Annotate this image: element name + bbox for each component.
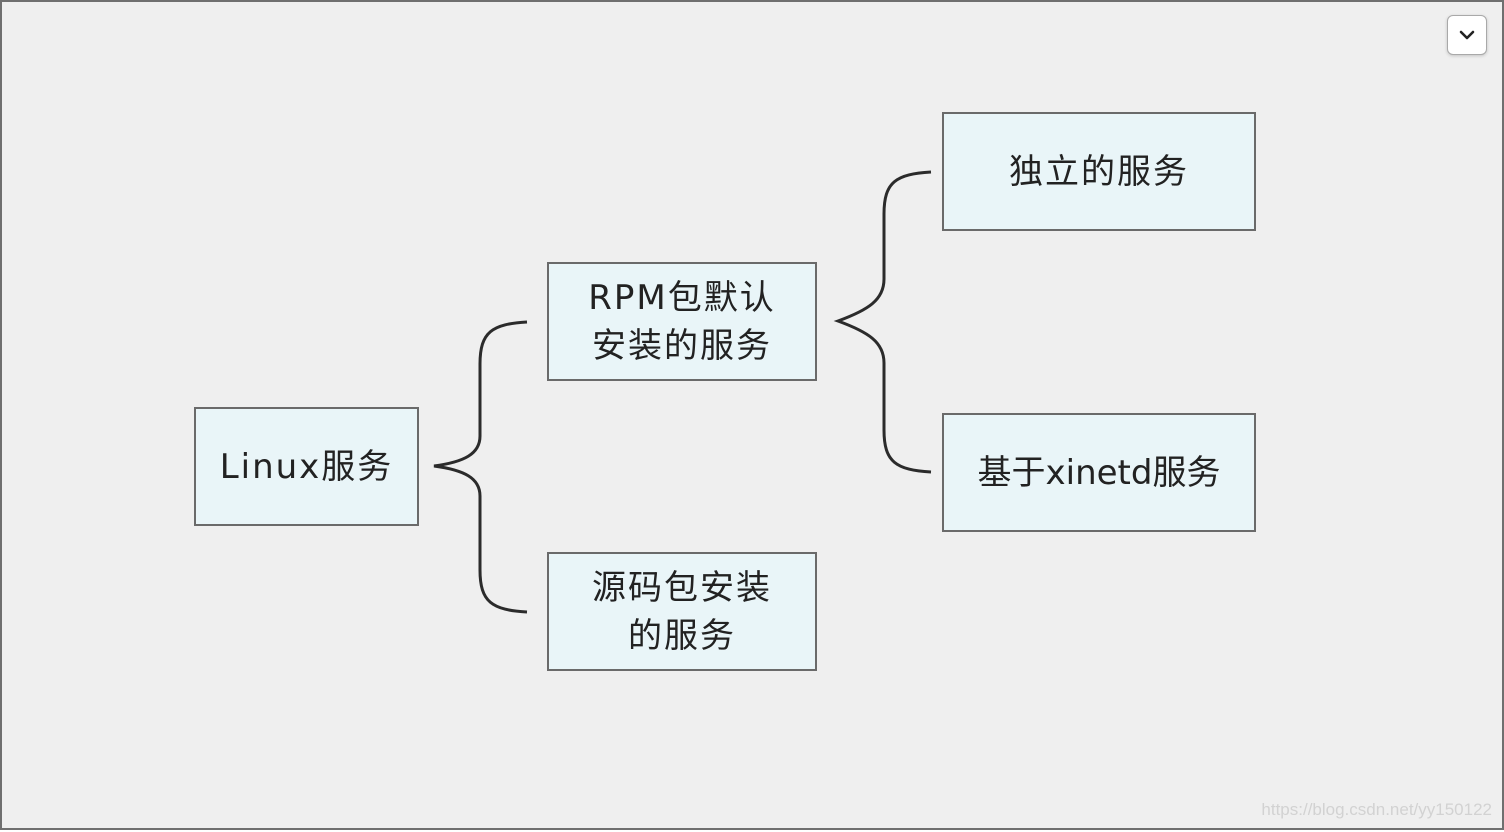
node-label: 基于xinetd服务: [977, 452, 1221, 493]
node-source-package-services[interactable]: 源码包安装 的服务: [547, 552, 817, 671]
node-linux-services[interactable]: Linux服务: [194, 407, 419, 526]
watermark: https://blog.csdn.net/yy150122: [1261, 800, 1492, 819]
node-rpm-default-services[interactable]: RPM包默认 安装的服务: [547, 262, 817, 381]
node-label: 独立的服务: [1009, 151, 1189, 192]
node-xinetd-services[interactable]: 基于xinetd服务: [942, 413, 1256, 532]
node-label: Linux服务: [219, 446, 394, 487]
collapse-button[interactable]: [1447, 15, 1487, 55]
brace-root-children: [433, 320, 528, 614]
node-standalone-services[interactable]: 独立的服务: [942, 112, 1256, 231]
chevron-down-icon: [1459, 30, 1475, 40]
node-label: RPM包默认 安装的服务: [588, 277, 776, 366]
brace-rpm-children: [833, 170, 932, 474]
node-label: 源码包安装 的服务: [592, 567, 772, 656]
